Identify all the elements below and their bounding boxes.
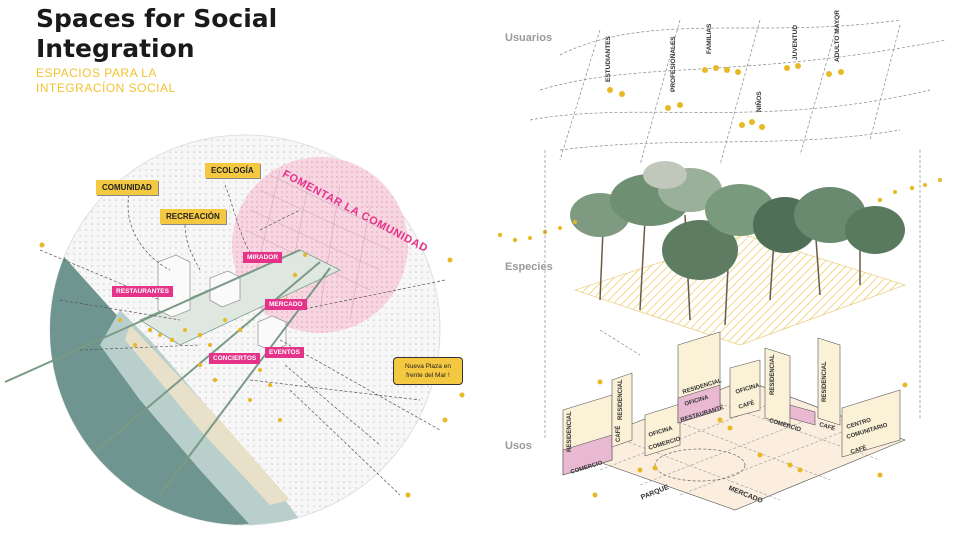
speech-bubble: Nueva Plaza en frente del Mar ! — [393, 357, 463, 385]
theme-recreacion: RECREACIÓN — [160, 209, 226, 224]
users-grid — [529, 14, 946, 166]
place-eventos: EVENTOS — [265, 347, 304, 358]
subtitle-line-2: INTEGRACÍON SOCIAL — [36, 81, 176, 95]
user-estudiantes: ESTUDIANTES — [605, 36, 612, 82]
use-residencial-1: RESIDENCIAL — [567, 411, 573, 452]
use-residencial-4: RESIDENCIAL — [770, 354, 776, 395]
theme-ecologia: ECOLOGÍA — [205, 163, 260, 178]
user-profesionales: PROFESIONALES — [670, 36, 677, 92]
title-line-2: Integration — [36, 34, 195, 63]
layer-label-usos: Usos — [505, 440, 532, 452]
use-residencial-5: RESIDENCIAL — [822, 361, 828, 402]
use-residencial-2: RESIDENCIAL — [618, 379, 624, 420]
layer-label-usuarios: Usuarios — [505, 32, 553, 44]
layer-label-especies: Especies — [505, 261, 553, 273]
use-cafe-1: CAFÉ — [616, 425, 622, 442]
speech-line-2: frente del Mar ! — [406, 372, 450, 379]
place-restaurantes: RESTAURANTES — [112, 286, 173, 297]
subtitle-line-1: ESPACIOS PARA LA — [36, 66, 157, 80]
user-familias: FAMILIAS — [706, 23, 713, 54]
place-conciertos: CONCIERTOS — [209, 353, 261, 364]
species-plane — [574, 234, 906, 346]
place-mercado: MERCADO — [265, 299, 307, 310]
theme-comunidad: COMUNIDAD — [96, 180, 158, 195]
tree-group — [570, 161, 905, 326]
page-subtitle: ESPACIOS PARA LA INTEGRACÍON SOCIAL — [36, 66, 236, 96]
page-title: Spaces for Social Integration — [36, 4, 296, 64]
user-adulto-mayor: ADULTO MAYOR — [834, 10, 841, 62]
user-juventud: JUVENTUD — [792, 24, 799, 60]
speech-line-1: Nueva Plaza en — [405, 363, 451, 370]
place-mirador: MIRADOR — [243, 252, 283, 263]
title-line-1: Spaces for Social — [36, 4, 278, 33]
user-ninos: NIÑOS — [756, 91, 763, 112]
